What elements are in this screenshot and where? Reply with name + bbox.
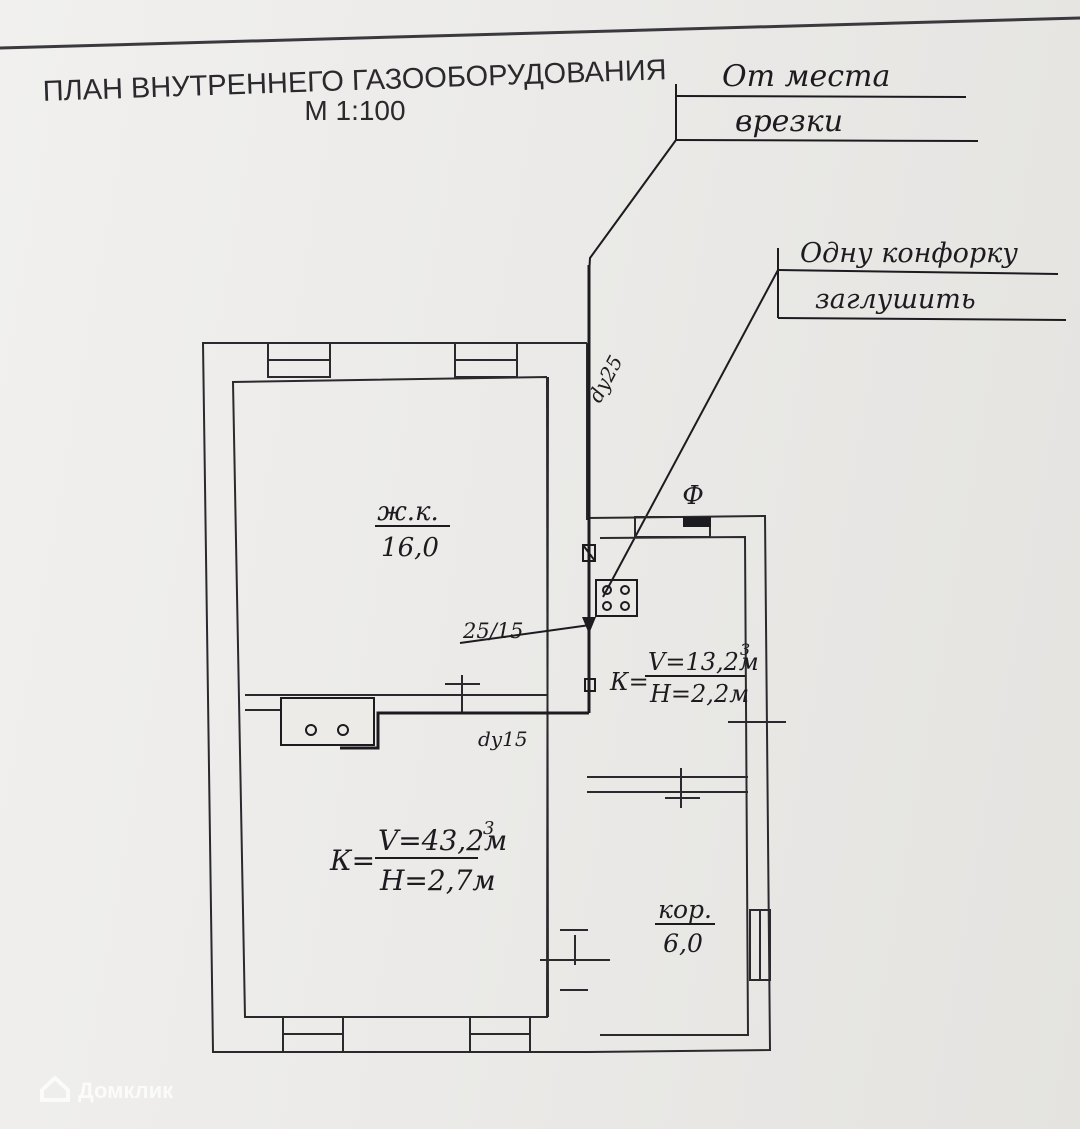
kitchen-large-volume-sup: 3 <box>483 818 494 839</box>
domclick-watermark: Домклик <box>40 1075 174 1103</box>
tap-point-note-line1: От места <box>722 59 890 94</box>
kitchen-small-volume-sup: 3 <box>740 640 750 659</box>
kitchen-small-prefix: К= <box>609 668 649 696</box>
meter-icon <box>584 678 596 692</box>
burner-note-line2: заглушить <box>815 284 976 315</box>
window-symbol: Ф <box>682 481 704 511</box>
watermark-text: Домклик <box>78 1078 174 1103</box>
kitchen-large-height: H=2,7м <box>379 864 496 897</box>
living-room-area: 16,0 <box>381 533 439 563</box>
corridor-label: кор. <box>658 895 712 924</box>
main-valve-icon <box>582 544 596 562</box>
pipe-branch-label: dy15 <box>478 727 528 751</box>
door-marks <box>445 675 786 965</box>
stove-2-burner-icon <box>280 697 375 746</box>
plan-scale: М 1:100 <box>304 95 405 126</box>
windows <box>267 342 771 1053</box>
reduction-leader <box>459 624 591 644</box>
top-border-line <box>0 16 1080 50</box>
kitchen-large-volume: V=43,2м <box>378 824 507 857</box>
kitchen-small-volume: V=13,2м <box>648 648 759 676</box>
gas-pipes <box>340 265 591 750</box>
tap-point-note-line2: врезки <box>735 104 843 139</box>
main-valve-cross <box>582 544 596 562</box>
corridor-area: 6,0 <box>663 929 703 958</box>
house-logo-icon <box>40 1075 70 1102</box>
burner-note-line1: Одну конфорку <box>800 238 1018 269</box>
stove-4-burner-icon <box>595 579 638 617</box>
pipe-reduction-label: 25/15 <box>462 619 524 643</box>
kitchen-small-height: H=2,2м <box>649 680 749 708</box>
kitchen-large-prefix: К= <box>329 844 375 877</box>
living-room-label: ж.к. <box>377 497 439 527</box>
burner-note-leader <box>602 248 1067 598</box>
window-vent-mark <box>683 517 711 527</box>
